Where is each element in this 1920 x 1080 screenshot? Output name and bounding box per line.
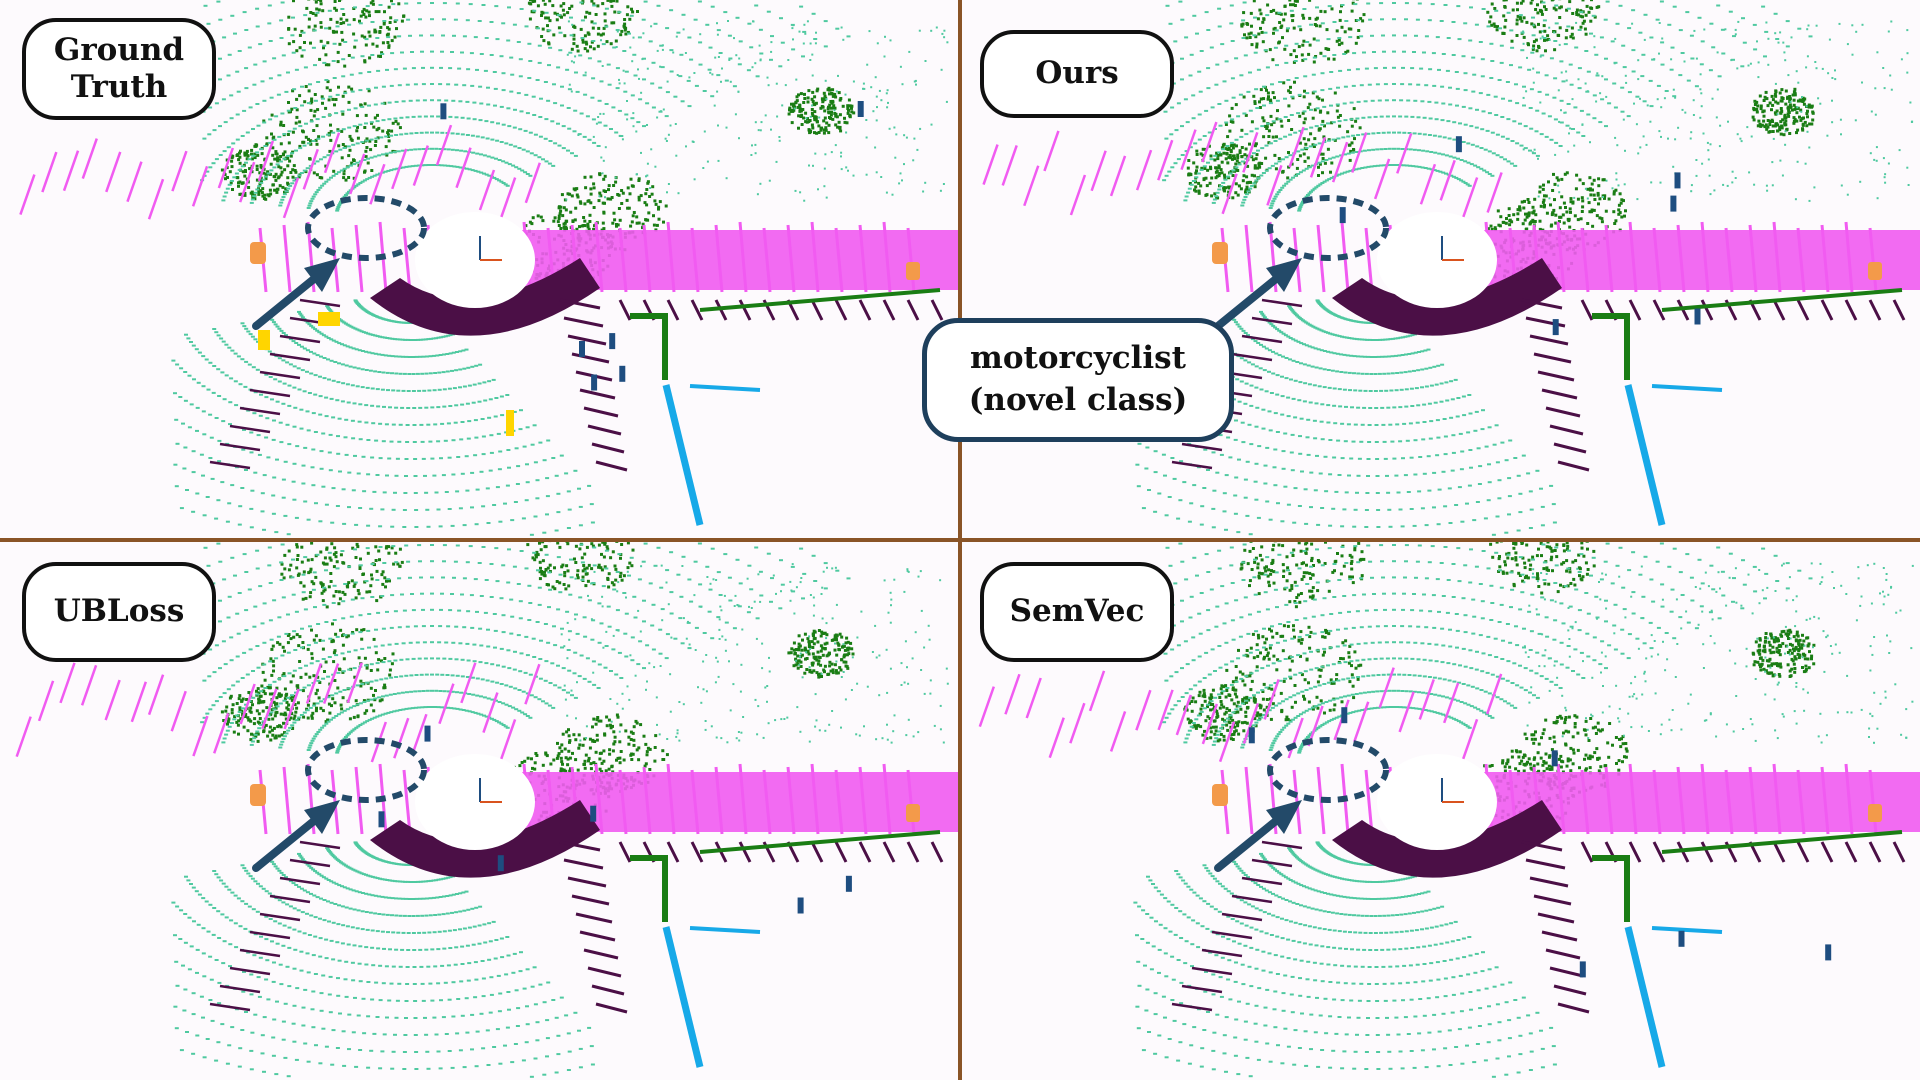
lidar-scene-ground-truth <box>19 0 958 536</box>
person-object <box>506 410 514 436</box>
car-object <box>1212 784 1228 806</box>
sidewalk-rings <box>1171 800 1906 1014</box>
pole-sign-objects <box>1624 384 1723 526</box>
ego-axis-marker <box>1441 236 1464 261</box>
ego-void <box>1377 212 1497 308</box>
label-ubloss-text: UBLoss <box>53 593 185 630</box>
label-ubloss: UBLoss <box>22 562 216 662</box>
label-ours-text: Ours <box>1035 55 1119 92</box>
motorcyclist-highlight <box>252 195 427 330</box>
callout-novel-class: motorcyclist (novel class) <box>922 318 1234 442</box>
terrain-rings <box>171 0 949 536</box>
person-object <box>318 312 340 326</box>
car-object <box>1868 262 1882 280</box>
car-object <box>906 804 920 822</box>
person-object <box>258 330 270 350</box>
terrain-rings <box>1133 542 1914 1078</box>
sidewalk-rings <box>209 800 944 1014</box>
vegetation-curb <box>1592 288 1903 380</box>
pole-sign-objects <box>662 926 761 1068</box>
motorcyclist-highlight <box>1214 195 1389 330</box>
motorcyclist-highlight <box>1214 737 1389 872</box>
ego-axis-marker <box>1441 778 1464 803</box>
terrain-rings <box>1133 0 1914 536</box>
horizontal-divider <box>0 538 1920 542</box>
ego-void <box>1377 754 1497 850</box>
vegetation-curb <box>1592 830 1903 922</box>
motorcyclist-highlight <box>252 737 427 872</box>
car-object <box>250 784 266 806</box>
pole-sign-objects <box>1624 926 1723 1068</box>
car-object <box>1868 804 1882 822</box>
car-object <box>1212 242 1228 264</box>
car-object <box>906 262 920 280</box>
ego-void <box>415 754 535 850</box>
label-ground-truth-text: Ground Truth <box>53 31 185 105</box>
vegetation-curb <box>630 288 941 380</box>
sidewalk-rings <box>209 258 944 472</box>
vegetation-curb <box>630 830 941 922</box>
lidar-scene-ubloss <box>15 542 958 1078</box>
lidar-scene-ours <box>982 0 1920 536</box>
label-semvec: SemVec <box>980 562 1174 662</box>
terrain-rings <box>171 542 949 1078</box>
callout-text: motorcyclist (novel class) <box>968 340 1188 418</box>
lidar-scene-semvec <box>978 542 1920 1078</box>
pole-sign-objects <box>662 384 761 526</box>
ego-axis-marker <box>479 236 502 261</box>
label-semvec-text: SemVec <box>1009 593 1145 630</box>
ego-void <box>415 212 535 308</box>
vegetation-cluster <box>1183 542 1816 829</box>
car-object <box>250 242 266 264</box>
ego-axis-marker <box>479 778 502 803</box>
label-ground-truth: Ground Truth <box>22 18 216 120</box>
label-ours: Ours <box>980 30 1174 118</box>
